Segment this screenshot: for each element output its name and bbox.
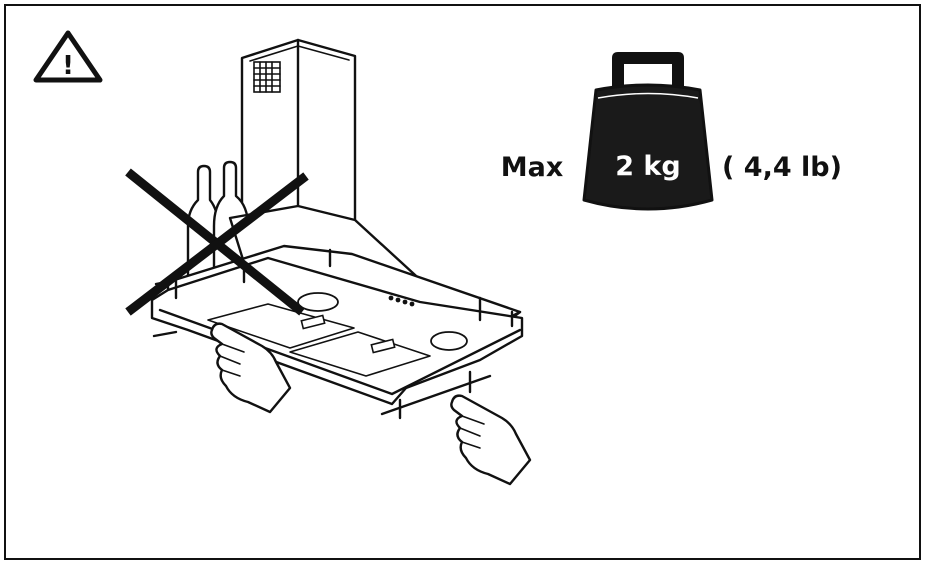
warning-triangle-icon: ! — [33, 30, 103, 83]
warning-symbol: ! — [62, 51, 74, 81]
prohibited-cross-icon — [125, 168, 309, 316]
hood-chimney — [240, 38, 357, 252]
weight-value: 2 kg — [615, 151, 680, 182]
weight-icon — [582, 52, 714, 211]
diagram-frame — [4, 4, 921, 560]
imperial-weight-label: ( 4,4 lb) — [722, 152, 842, 183]
max-label: Max — [501, 152, 564, 183]
vent-grille — [253, 61, 281, 93]
hand-icon — [210, 322, 292, 414]
hood-canopy — [150, 204, 524, 420]
hand-icon — [450, 394, 532, 486]
